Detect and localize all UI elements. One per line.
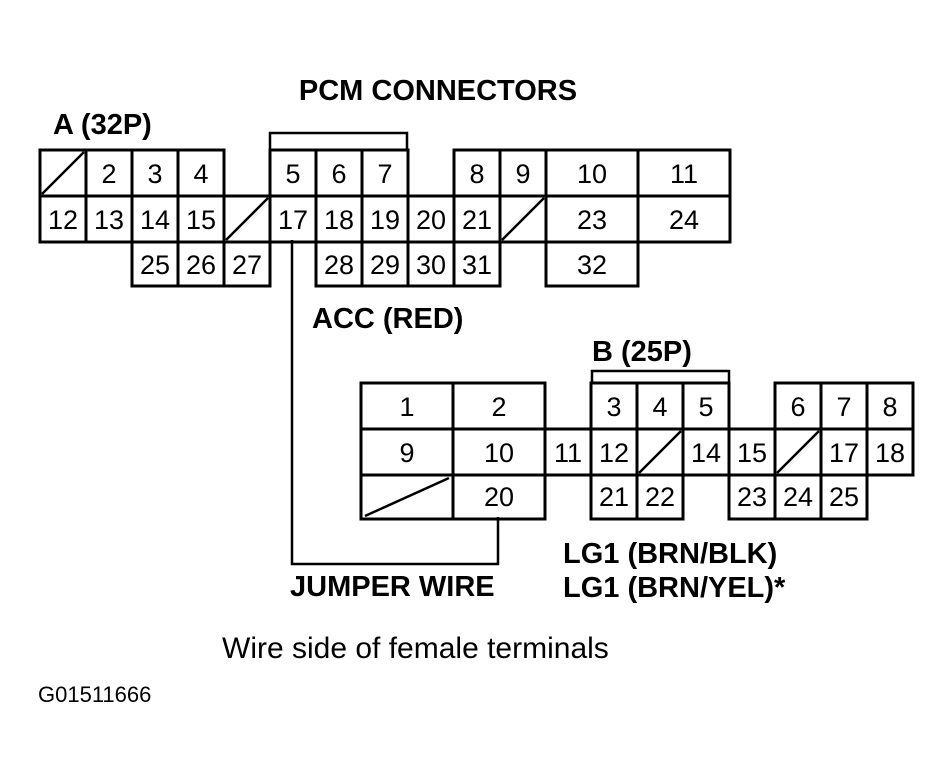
terminal-b9-cell xyxy=(359,427,455,477)
terminal-b11-label: 11 xyxy=(554,438,582,468)
terminal-a29-label: 29 xyxy=(370,250,400,280)
terminal-a31-label: 31 xyxy=(462,250,492,280)
terminal-a25-label: 25 xyxy=(140,250,170,280)
terminal-a29-cell xyxy=(360,240,410,288)
terminal-b18-label: 18 xyxy=(875,438,905,468)
terminal-b24-label: 24 xyxy=(783,482,813,512)
terminal-b2-cell xyxy=(451,381,547,431)
terminal-a14-cell xyxy=(130,194,180,244)
terminal-a16-blank-mark xyxy=(225,197,269,241)
terminal-b14-label: 14 xyxy=(691,438,721,468)
terminal-b21-cell xyxy=(589,473,639,521)
terminal-a28-label: 28 xyxy=(324,250,354,280)
terminal-a17-label: 17 xyxy=(278,205,308,235)
terminal-b5-label: 5 xyxy=(698,392,713,422)
terminal-a14-label: 14 xyxy=(140,205,170,235)
terminal-b22-cell xyxy=(635,473,685,521)
connector-a-lock-tab xyxy=(268,131,409,150)
terminal-b19-blank-mark xyxy=(364,476,450,518)
terminal-a7-cell xyxy=(360,148,410,198)
terminal-a31-cell xyxy=(452,240,502,288)
connector-b: 1 2 3 4 5 6 7 8 9 10 11 12 14 15 17 18 2… xyxy=(359,369,915,521)
terminal-b20-label: 20 xyxy=(484,482,514,512)
terminal-a32-cell xyxy=(544,240,640,288)
terminal-b10-label: 10 xyxy=(484,438,514,468)
terminal-b3-label: 3 xyxy=(606,392,621,422)
terminal-a24-label: 24 xyxy=(669,205,699,235)
terminal-b17-cell xyxy=(819,427,869,477)
figure-caption: Wire side of female terminals xyxy=(222,632,609,665)
terminal-b25-cell xyxy=(819,473,869,521)
terminal-b11-cell xyxy=(543,427,593,477)
terminal-b17-label: 17 xyxy=(829,438,859,468)
terminal-b4-label: 4 xyxy=(652,392,667,422)
terminal-a30-cell xyxy=(406,240,456,288)
terminal-a4-label: 4 xyxy=(193,159,208,189)
lg1-label-brn-yel: LG1 (BRN/YEL)* xyxy=(563,572,786,604)
terminal-a20-label: 20 xyxy=(416,205,446,235)
terminal-b6-label: 6 xyxy=(790,392,805,422)
terminal-a9-label: 9 xyxy=(515,159,530,189)
terminal-b25-label: 25 xyxy=(829,482,859,512)
terminal-a24-cell xyxy=(636,194,732,244)
jumper-wire-label: JUMPER WIRE xyxy=(290,571,495,603)
jumper-wire xyxy=(290,240,500,566)
terminal-b8-cell xyxy=(865,381,915,431)
terminal-a15-label: 15 xyxy=(186,205,216,235)
terminal-b7-label: 7 xyxy=(836,392,851,422)
figure-code: G01511666 xyxy=(38,682,151,707)
terminal-b15-label: 15 xyxy=(737,438,767,468)
terminal-b12-cell xyxy=(589,427,639,477)
terminal-b13-blank-mark xyxy=(638,430,682,474)
terminal-b21-label: 21 xyxy=(599,482,629,512)
terminal-a5-label: 5 xyxy=(285,159,300,189)
terminal-b22-label: 22 xyxy=(645,482,675,512)
terminal-a17-cell xyxy=(268,194,318,244)
connector-b-label: B (25P) xyxy=(592,336,692,368)
terminal-b1-label: 1 xyxy=(399,392,414,422)
connector-a-label: A (32P) xyxy=(53,109,152,141)
terminal-b12-label: 12 xyxy=(599,438,629,468)
terminal-a23-label: 23 xyxy=(577,205,607,235)
terminal-a32-label: 32 xyxy=(577,250,607,280)
terminal-a2-label: 2 xyxy=(101,159,116,189)
terminal-b7-cell xyxy=(819,381,869,431)
terminal-a13-label: 13 xyxy=(94,205,124,235)
terminal-b23-label: 23 xyxy=(737,482,767,512)
terminal-a10-label: 10 xyxy=(577,159,607,189)
terminal-a21-label: 21 xyxy=(462,205,492,235)
terminal-b16-blank-mark xyxy=(776,430,820,474)
terminal-a3-label: 3 xyxy=(147,159,162,189)
terminal-a8-label: 8 xyxy=(469,159,484,189)
terminal-a26-cell xyxy=(176,240,226,288)
terminal-a7-label: 7 xyxy=(377,159,392,189)
terminal-a19-label: 19 xyxy=(370,205,400,235)
terminal-b2-label: 2 xyxy=(491,392,506,422)
terminal-a30-label: 30 xyxy=(416,250,446,280)
lg1-label-brn-blk: LG1 (BRN/BLK) xyxy=(563,538,777,570)
terminal-a22-blank-mark xyxy=(501,197,545,241)
terminal-a6-label: 6 xyxy=(331,159,346,189)
acc-label: ACC (RED) xyxy=(312,303,463,335)
terminal-a25-cell xyxy=(130,240,180,288)
terminal-a15-cell xyxy=(176,194,226,244)
diagram-title: PCM CONNECTORS xyxy=(299,75,577,107)
terminal-b8-label: 8 xyxy=(882,392,897,422)
terminal-a27-label: 27 xyxy=(232,250,262,280)
terminal-a26-label: 26 xyxy=(186,250,216,280)
terminal-a11-cell xyxy=(636,148,732,198)
terminal-a12-label: 12 xyxy=(48,205,78,235)
terminal-a18-label: 18 xyxy=(324,205,354,235)
terminal-a11-label: 11 xyxy=(670,159,698,189)
connector-a: 2 3 4 5 6 7 8 9 10 11 12 13 14 15 17 18 … xyxy=(38,131,732,288)
terminal-a20-cell xyxy=(406,194,456,244)
terminal-b9-label: 9 xyxy=(399,438,414,468)
terminal-a1-blank-mark xyxy=(41,151,85,195)
terminal-b20-cell xyxy=(451,473,547,521)
terminal-a27-cell xyxy=(222,240,272,288)
terminal-b18-cell xyxy=(865,427,915,477)
connector-b-lock-tab xyxy=(590,369,731,383)
terminal-a23-cell xyxy=(544,194,640,244)
